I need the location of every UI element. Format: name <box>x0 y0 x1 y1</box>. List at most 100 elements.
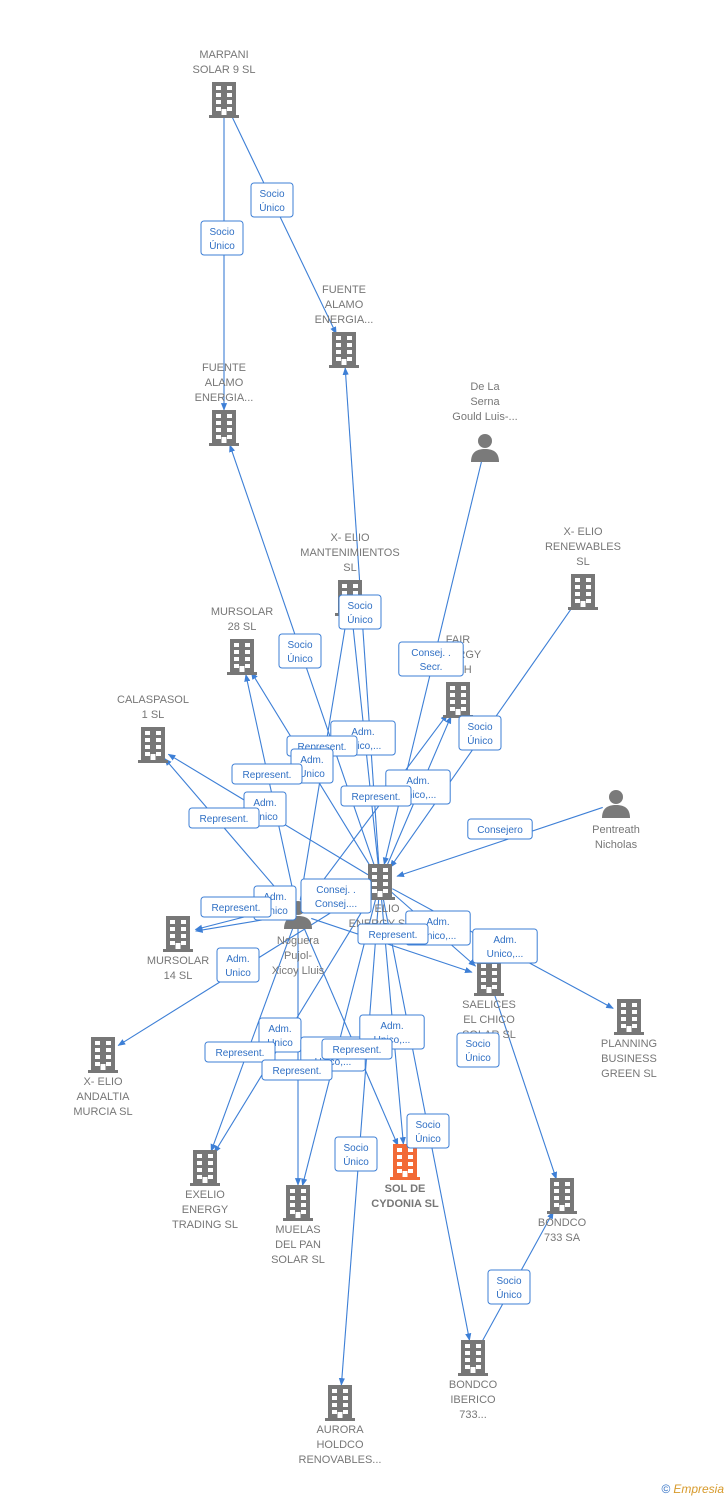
edge-noguera-to-mursolar28 <box>244 673 296 901</box>
node-label-line: FUENTE <box>322 284 366 296</box>
person-icon <box>602 790 630 818</box>
brand-footer[interactable]: ©Empresia <box>661 1482 724 1496</box>
edge-label[interactable]: Represent. <box>188 807 260 829</box>
edge-label-box <box>231 763 303 785</box>
node-label-line: IBERICO <box>450 1394 496 1406</box>
edge-label[interactable]: Represent. <box>204 1041 276 1063</box>
edge-label-text: Unico,... <box>400 790 437 801</box>
edge-label[interactable]: Represent. <box>357 923 429 945</box>
node-label-line: HOLDCO <box>316 1439 364 1451</box>
node-label-line: MANTENIMIENTOS <box>300 547 399 559</box>
edge-label-box <box>188 807 260 829</box>
brand-name: Empresia <box>673 1482 724 1496</box>
edge-label-text: Adm. <box>406 776 429 787</box>
edge-label-text: Consej. . <box>411 648 450 659</box>
edge-noguera-to-sol <box>303 926 399 1147</box>
edge-label-box <box>278 633 322 669</box>
edge-label-text: Represent. <box>273 1066 322 1077</box>
edge-label[interactable]: Adm.Unico <box>216 947 260 983</box>
edge-label[interactable]: Represent. <box>200 896 272 918</box>
node-label-line: EL CHICO <box>463 1014 515 1026</box>
edge-label-text: Represent. <box>333 1045 382 1056</box>
node-aurora[interactable]: AURORAHOLDCORENOVABLES... <box>299 1385 382 1466</box>
edge-label-text: Represent. <box>212 903 261 914</box>
edge-label-text: Unico,... <box>315 1057 352 1068</box>
edge-label[interactable]: Consej. .Consej.... <box>300 878 372 914</box>
edge-label-text: Unico <box>262 906 288 917</box>
edge-label[interactable]: Represent. <box>321 1038 393 1060</box>
edge-label-text: Socio <box>287 640 312 651</box>
edge-label-text: Socio <box>496 1276 521 1287</box>
edge-label-box <box>458 715 502 751</box>
node-bondcoIb[interactable]: BONDCOIBERICO733... <box>449 1340 498 1421</box>
edge-label[interactable]: Represent. <box>340 785 412 807</box>
edge-label-text: Único <box>496 1288 522 1301</box>
edge-label[interactable]: Consejero <box>467 818 533 840</box>
node-label-line: SOLAR SL <box>271 1254 325 1266</box>
edge-label-text: Represent. <box>352 792 401 803</box>
edge-label-text: Único <box>415 1132 441 1145</box>
edge-label-text: Represent. <box>200 814 249 825</box>
edge-label-box <box>261 1059 333 1081</box>
edge-label-text: Adm. <box>426 917 449 928</box>
edge-label[interactable]: Consej. . Secr. <box>398 641 464 677</box>
node-label-line: MURSOLAR <box>211 606 273 618</box>
edge-pentreath-to-xelioEnergy <box>396 806 603 878</box>
edge-label-text: Adm. <box>263 892 286 903</box>
node-label-line: Pentreath <box>592 824 640 836</box>
edge-label-text: Consej.... <box>315 899 357 910</box>
node-label-line: MARPANI <box>199 49 248 61</box>
building-icon <box>227 639 257 675</box>
edge-label-text: Socio <box>343 1143 368 1154</box>
edge-label-text: Secr. <box>420 662 443 673</box>
edge-label-text: Adm. <box>253 798 276 809</box>
node-fuente1[interactable]: FUENTEALAMOENERGIA... <box>195 362 254 446</box>
edge-label-text: Único <box>467 734 493 747</box>
node-label-line: X- ELIO <box>83 1076 123 1088</box>
edge-label-box <box>250 182 294 218</box>
node-label-line: MUELAS <box>275 1224 320 1236</box>
node-label-line: EXELIO <box>185 1189 225 1201</box>
node-label-line: AURORA <box>316 1424 364 1436</box>
node-label-line: FUENTE <box>202 362 246 374</box>
edge-label[interactable]: Adm.Unico,... <box>472 928 538 964</box>
edge-label-box <box>398 641 464 677</box>
copyright-icon: © <box>661 1482 671 1496</box>
node-label-line: ENERGY <box>182 1204 229 1216</box>
edge-label[interactable]: Represent. <box>261 1059 333 1081</box>
node-label-line: GREEN SL <box>601 1068 657 1080</box>
edge-label-text: Adm. <box>226 954 249 965</box>
node-label-line: ALAMO <box>205 377 244 389</box>
edge-noguera-to-exelio <box>210 926 294 1152</box>
node-label-line: BUSINESS <box>601 1053 657 1065</box>
edge-label[interactable]: Represent. <box>231 763 303 785</box>
node-fuente2[interactable]: FUENTEALAMOENERGIA... <box>315 284 374 368</box>
edge-label-text: Adm. <box>380 1021 403 1032</box>
node-label-line: Nicholas <box>595 839 638 851</box>
